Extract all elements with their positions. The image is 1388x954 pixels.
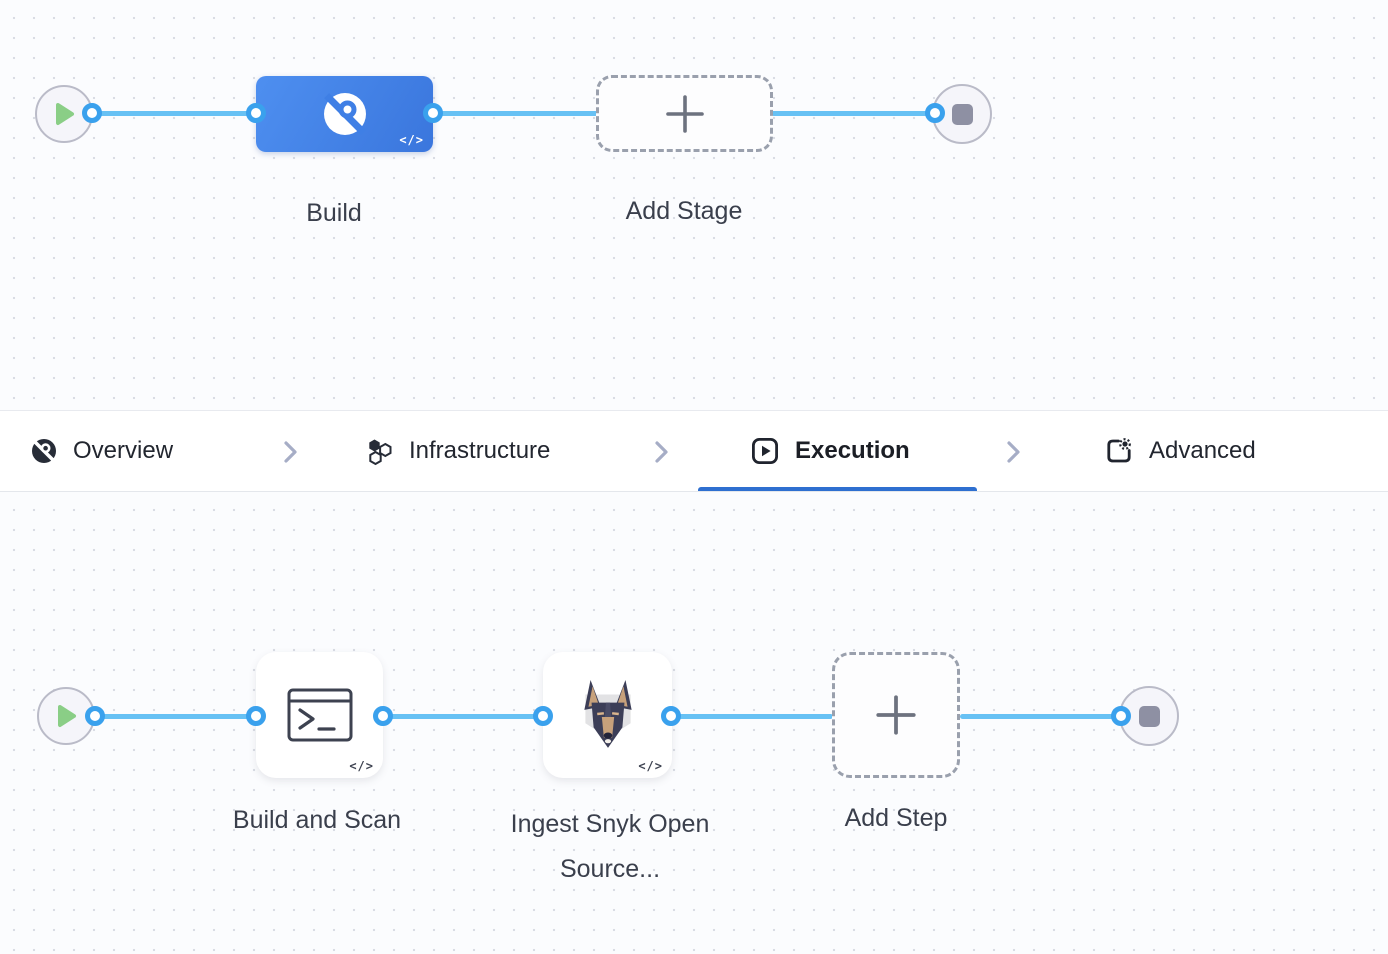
connector-buildscan-in[interactable]	[246, 706, 266, 726]
hexagons-icon	[369, 439, 392, 466]
step-yaml-badge: </>	[638, 759, 663, 773]
add-stage-button[interactable]	[596, 75, 773, 152]
step-node-ingest-snyk[interactable]: </>	[543, 652, 672, 778]
add-stage-label: Add Stage	[625, 197, 743, 225]
plus-icon	[876, 695, 916, 735]
connector-start-out[interactable]	[82, 103, 102, 123]
connector-build-out[interactable]	[423, 103, 443, 123]
stage-config-tab-bar: Overview Infrastructure Execution	[0, 410, 1388, 492]
play-square-icon	[752, 438, 779, 465]
tab-advanced[interactable]: Advanced	[1104, 411, 1256, 491]
play-icon	[56, 103, 74, 125]
execution-graph-canvas[interactable]: </> </>	[0, 492, 1388, 954]
stage-node-build[interactable]: </>	[256, 76, 433, 152]
chevron-right-icon	[1007, 441, 1020, 463]
add-step-label: Add Step	[844, 804, 948, 832]
edge-addstep-to-end	[960, 714, 1122, 719]
stop-icon	[951, 103, 973, 125]
active-tab-underline	[698, 487, 977, 491]
step-node-build-and-scan[interactable]: </>	[256, 652, 383, 778]
chevron-right-icon	[655, 441, 668, 463]
edge-snyk-to-addstep	[671, 714, 833, 719]
tab-execution-label: Execution	[795, 437, 910, 464]
stage-yaml-badge: </>	[399, 133, 424, 147]
play-icon	[58, 705, 76, 727]
ci-build-icon	[323, 93, 366, 135]
edge-addstage-to-end	[771, 111, 937, 116]
step-yaml-badge: </>	[349, 759, 374, 773]
tab-infrastructure[interactable]: Infrastructure	[364, 411, 550, 491]
stage-graph-canvas[interactable]: </> Build Add Stage	[0, 0, 1388, 410]
snyk-dog-icon	[583, 680, 632, 748]
connector-build-in[interactable]	[246, 103, 266, 123]
pipeline-end-node[interactable]	[932, 84, 992, 144]
connector-start-out[interactable]	[85, 706, 105, 726]
edge-start-to-buildscan	[95, 714, 257, 719]
tab-infrastructure-label: Infrastructure	[409, 437, 551, 464]
stop-icon	[1138, 705, 1160, 727]
terminal-icon	[287, 688, 352, 742]
connector-buildscan-out[interactable]	[373, 706, 393, 726]
tab-execution[interactable]: Execution	[750, 411, 910, 491]
tab-advanced-label: Advanced	[1149, 437, 1256, 464]
add-step-button[interactable]	[832, 652, 960, 778]
ci-overview-icon	[32, 439, 56, 463]
edge-build-to-addstage	[433, 111, 598, 116]
edge-buildscan-to-snyk	[383, 714, 544, 719]
chevron-right-icon	[284, 441, 297, 463]
step-label-ingest-snyk: Ingest Snyk Open Source...	[510, 810, 710, 883]
execution-end-node[interactable]	[1119, 686, 1179, 746]
connector-end-in[interactable]	[925, 103, 945, 123]
connector-end-in[interactable]	[1111, 706, 1131, 726]
edge-start-to-build	[92, 111, 258, 116]
step-label-build-and-scan: Build and Scan	[232, 806, 402, 834]
connector-snyk-in[interactable]	[533, 706, 553, 726]
connector-snyk-out[interactable]	[661, 706, 681, 726]
tab-overview-label: Overview	[73, 437, 174, 464]
panel-gear-icon	[1107, 438, 1131, 463]
tab-overview[interactable]: Overview	[30, 411, 173, 491]
plus-icon	[665, 94, 704, 133]
stage-label-build: Build	[306, 199, 362, 227]
